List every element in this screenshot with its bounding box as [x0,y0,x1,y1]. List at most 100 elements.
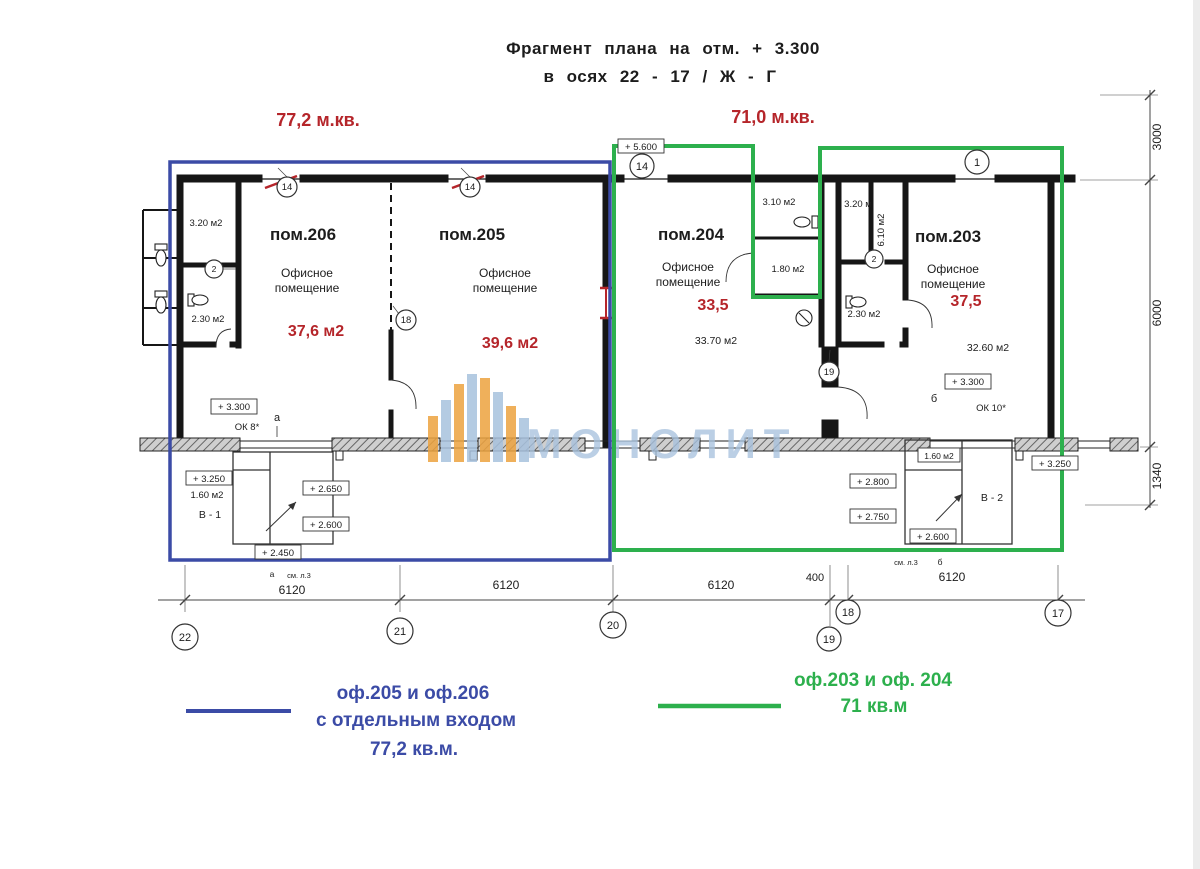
ref-label-2b: 2 [872,254,877,264]
legend-green-text2: 71 кв.м [841,696,908,717]
room-204-type2: помещение [656,275,721,289]
level-2750-text: + 2.750 [857,512,889,523]
legend-blue-text2: с отдельным входом [316,710,516,731]
ref-a-note: см. л.3 [287,571,311,580]
level-3300-right-text: + 3.300 [952,377,984,388]
level-mark-3250-right: + 3.250 [1031,455,1079,471]
axis-circle-22 [171,623,199,651]
level-mark-2450: + 2.450 [254,544,302,560]
entry-b2-label: В - 2 [981,492,1003,504]
subroom-610-right: 6.10 м2 [876,214,887,247]
dim-6120-3: 6120 [708,578,735,592]
level-mark-2800: + 2.800 [849,473,897,489]
level-mark-5600: + 5.600 [617,138,665,154]
axis-label-21: 21 [394,626,406,638]
room-205-type2: помещение [473,281,538,295]
toilet-icon [154,290,168,314]
ref-b-letter: б [938,557,943,567]
left-appendage [142,209,180,346]
subroom-230-left: 2.30 м2 [192,314,225,325]
room-205-labels: пом.205 Офисное помещение 39,6 м2 [439,225,538,352]
legend: оф.205 и оф.206 с отдельным входом 77,2 … [186,670,952,760]
room-205-name: пом.205 [439,225,505,244]
ref-circle-2b [864,249,884,269]
ref-label-18: 18 [401,315,412,326]
right-wall [1047,174,1055,448]
toilet-icon [793,215,819,229]
dim-6120-2: 6120 [493,578,520,592]
dim-6000: 6000 [1150,299,1164,326]
left-wall [176,174,184,448]
room-203-area-small: 32.60 м2 [967,342,1009,354]
partition-206-205 [388,183,394,448]
room-204-labels: пом.204 Офисное помещение 33,5 33.70 м2 [656,225,738,347]
dim-6120-4: 6120 [939,570,966,584]
inner-reference-circles: 14 14 2 18 19 2 [204,167,884,383]
room-203-type2: помещение [921,277,986,291]
level-mark-2600-right: + 2.600 [909,528,957,544]
entry-b1-label: В - 1 [199,509,221,521]
size-160-right-box: 1.60 м2 [917,447,961,463]
room-204-type1: Офисное [662,260,714,274]
level-2450-text: + 2.450 [262,548,294,559]
legend-green-text1: оф.203 и оф. 204 [794,670,952,691]
window-ok10-label: ОК 10* [976,403,1006,414]
ref-label-2a: 2 [212,264,217,274]
room-204-area-small: 33.70 м2 [695,335,737,347]
right-wc-block [835,174,909,348]
level-mark-3250-left: + 3.250 [185,470,233,486]
room-206-name: пом.206 [270,225,336,244]
axis-circle-18 [835,599,861,625]
toilet-icon [187,293,209,307]
sub-room-labels: 3.20 м2 2.30 м2 3.10 м2 1.80 м2 3.20 м 6… [190,197,887,325]
size-160-left-label: 1.60 м2 [191,490,224,501]
door-arcs [215,252,933,420]
axis-label-20: 20 [607,620,619,632]
axis-circle-20 [599,611,627,639]
size-160-right-text: 1.60 м2 [924,451,954,461]
axis-label-1-top: 1 [974,157,980,169]
area-label-right: 71,0 м.кв. [731,107,814,127]
ref-b-note: см. л.3 [894,558,918,567]
dim-3000: 3000 [1150,123,1164,150]
axis-label-19: 19 [823,634,835,646]
axis-label-18: 18 [842,607,854,619]
terrace-b2 [904,439,1013,545]
small-annotations: ОК 8* а ОК 10* б 1.60 м2 В - 1 В - 2 а с… [191,393,1007,580]
drain-icon [795,309,813,327]
legend-blue-text1: оф.205 и оф.206 [337,683,490,704]
fixtures [154,215,867,327]
room-206-area: 37,6 м2 [288,323,344,340]
room-203-type1: Офисное [927,262,979,276]
room-206-type1: Офисное [281,266,333,280]
level-3250-left-text: + 3.250 [193,474,225,485]
scan-edge [1193,0,1200,869]
level-mark-2750: + 2.750 [849,508,897,524]
level-mark-3300-right: + 3.300 [944,373,992,390]
axis-label-22: 22 [179,632,191,644]
dim-1340: 1340 [1150,462,1164,489]
level-2800-text: + 2.800 [857,477,889,488]
axis-label-14-top: 14 [636,161,648,173]
dimension-line-right [1080,89,1158,511]
room-205-type1: Офисное [479,266,531,280]
ref-circle-18 [395,309,417,331]
level-mark-3300-left: + 3.300 [210,398,258,415]
level-2600-left-text: + 2.600 [310,520,342,531]
level-3250-right-text: + 3.250 [1039,459,1071,470]
section-b-marker: б [931,393,937,405]
ref-circle-19 [818,361,840,383]
watermark: МОНОЛИТ [428,374,789,467]
axis-circle-14-top [629,153,655,179]
ref-label-19: 19 [824,367,835,378]
ref-circle-14a [276,176,298,198]
window-ok8-label: ОК 8* [235,422,260,433]
room-206-type2: помещение [275,281,340,295]
axis-circles-top: 14 1 [629,149,990,179]
room-205-area: 39,6 м2 [482,335,538,352]
ref-label-14b: 14 [465,182,476,193]
blue-outline-offices-205-206 [168,160,612,562]
subroom-180-mid: 1.80 м2 [772,264,805,275]
